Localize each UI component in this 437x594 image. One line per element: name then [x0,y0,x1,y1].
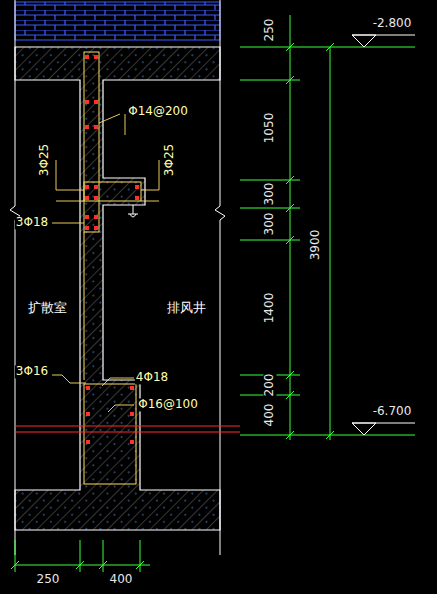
dimension: 1400 [263,292,276,325]
rebar-callout: 3Φ16 [15,365,49,378]
dimension: 300 [263,182,276,207]
dimension: 250 [263,18,276,43]
dimension: 200 [263,373,276,398]
dimension: 3900 [309,229,322,262]
elevation: -2.800 [372,17,413,30]
elevation: -6.700 [372,405,413,418]
dimension: 400 [263,403,276,428]
rebar-callout: 3Φ25 [38,143,51,177]
rebar-callout: 3Φ18 [15,216,49,229]
room-name: 排风井 [166,301,207,315]
room-name: 扩散室 [27,301,68,315]
dimension: 300 [263,212,276,237]
dimension: 1050 [263,112,276,145]
dimension: 250 [36,573,61,586]
rebar-callout: 4Φ18 [135,371,169,384]
dimension: 400 [109,573,134,586]
rebar-callout: Φ14@200 [127,105,189,118]
rebar-callout: Φ16@100 [137,398,199,411]
rebar-callout: 3Φ25 [163,143,176,177]
